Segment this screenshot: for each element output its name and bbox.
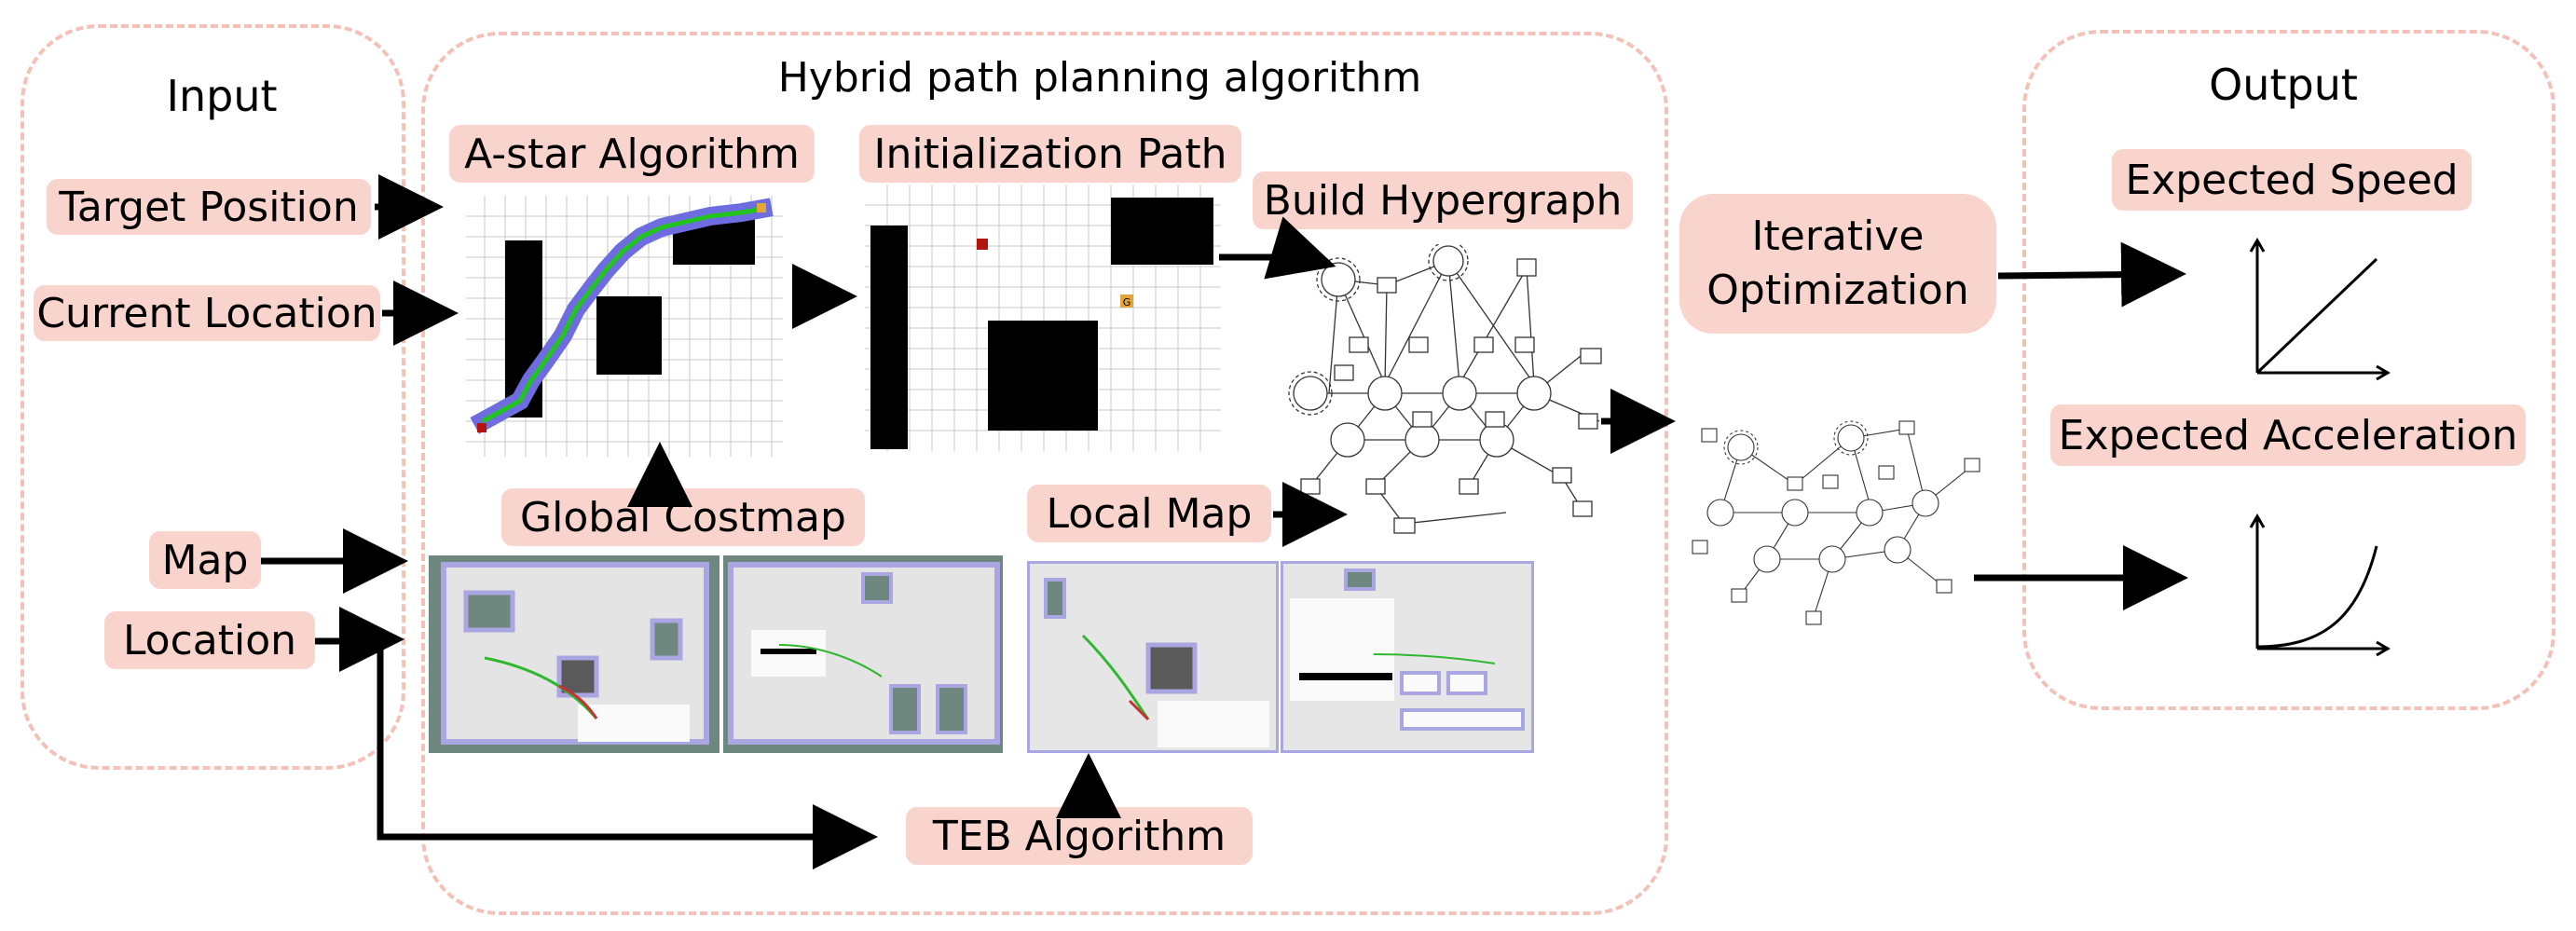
- init-path-grid-image: G: [865, 185, 1221, 451]
- global-costmap-image-2: [723, 555, 1003, 753]
- iterative-line1: Iterative: [1751, 212, 1925, 260]
- arrow-iterative-to-speed: [1997, 241, 2186, 308]
- target-position-label: Target Position: [47, 179, 371, 235]
- local-map-image-2: [1281, 561, 1534, 753]
- input-title: Input: [166, 71, 278, 121]
- map-label: Map: [149, 531, 261, 589]
- goal-marker: G: [1123, 296, 1131, 308]
- local-map-label: Local Map: [1027, 485, 1271, 542]
- expected-speed-plot: [2249, 238, 2391, 381]
- expected-acceleration-plot: [2249, 513, 2391, 657]
- location-label: Location: [104, 611, 315, 669]
- current-location-label: Current Location: [34, 285, 380, 341]
- output-title: Output: [2209, 60, 2358, 110]
- arrow-location-to-teb: [377, 641, 878, 869]
- build-hypergraph-label: Build Hypergraph: [1253, 171, 1633, 229]
- iterative-hypergraph-image: [1692, 420, 1980, 625]
- init-path-label: Initialization Path: [859, 125, 1241, 183]
- expected-speed-label: Expected Speed: [2112, 149, 2472, 211]
- input-section-box: [21, 24, 405, 770]
- iterative-optimization-block: Iterative Optimization: [1679, 194, 1996, 334]
- hybrid-section-box: [421, 32, 1668, 915]
- astar-label: A-star Algorithm: [449, 125, 815, 183]
- local-map-image-1: [1027, 561, 1279, 753]
- iterative-line2: Optimization: [1706, 267, 1969, 314]
- hypergraph-image: [1288, 244, 1602, 534]
- expected-acceleration-label: Expected Acceleration: [2050, 404, 2526, 466]
- global-costmap-image-1: [429, 555, 719, 753]
- hybrid-title: Hybrid path planning algorithm: [777, 54, 1422, 102]
- astar-grid-image: [466, 196, 783, 457]
- arrow-init-to-hypergraph: [1219, 216, 1336, 280]
- output-section-box: [2022, 30, 2555, 710]
- arrow-location-to-costmap: [315, 607, 404, 672]
